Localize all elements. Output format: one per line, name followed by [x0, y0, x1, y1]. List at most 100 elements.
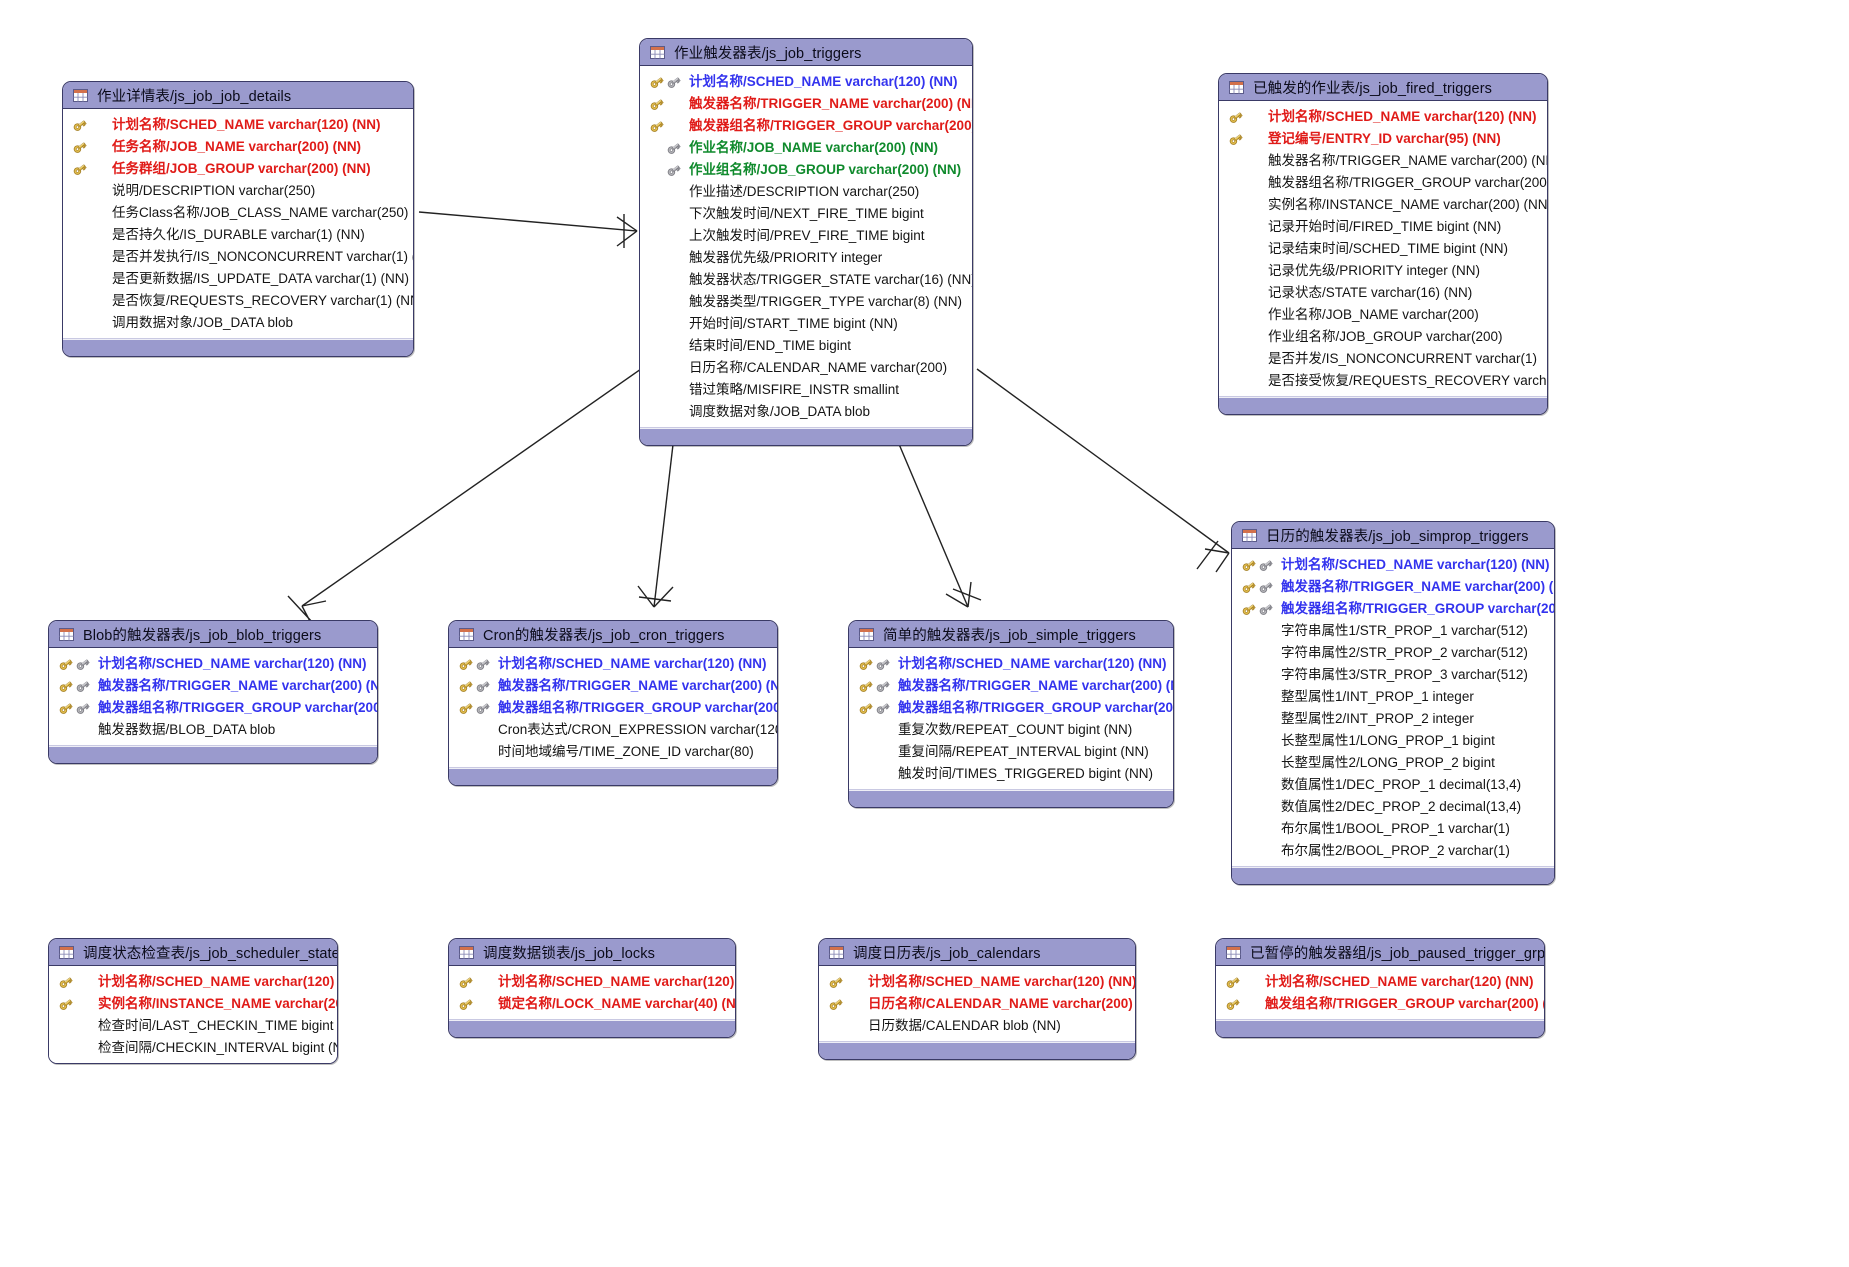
attribute-row[interactable]: 触发器状态/TRIGGER_STATE varchar(16) (NN)	[640, 269, 972, 291]
entity-header-job_cron_triggers[interactable]: Cron的触发器表/js_job_cron_triggers	[449, 621, 777, 648]
attribute-row[interactable]: 上次触发时间/PREV_FIRE_TIME bigint	[640, 225, 972, 247]
attribute-row[interactable]: 计划名称/SCHED_NAME varchar(120) (NN)	[63, 114, 413, 136]
attribute-row[interactable]: 计划名称/SCHED_NAME varchar(120) (NN)	[819, 971, 1135, 993]
attribute-row[interactable]: 调度数据对象/JOB_DATA blob	[640, 401, 972, 423]
attribute-row[interactable]: 下次触发时间/NEXT_FIRE_TIME bigint	[640, 203, 972, 225]
attribute-row[interactable]: 计划名称/SCHED_NAME varchar(120) (NN)	[640, 71, 972, 93]
attribute-row[interactable]: 整型属性2/INT_PROP_2 integer	[1232, 708, 1554, 730]
attribute-row[interactable]: 布尔属性2/BOOL_PROP_2 varchar(1)	[1232, 840, 1554, 862]
attribute-row[interactable]: 开始时间/START_TIME bigint (NN)	[640, 313, 972, 335]
entity-job_simple_triggers[interactable]: 简单的触发器表/js_job_simple_triggers 计划名称/SCHE…	[848, 620, 1174, 808]
attribute-row[interactable]: 布尔属性1/BOOL_PROP_1 varchar(1)	[1232, 818, 1554, 840]
attribute-row[interactable]: 锁定名称/LOCK_NAME varchar(40) (NN)	[449, 993, 735, 1015]
attribute-row[interactable]: 字符串属性1/STR_PROP_1 varchar(512)	[1232, 620, 1554, 642]
entity-job_locks[interactable]: 调度数据锁表/js_job_locks 计划名称/SCHED_NAME varc…	[448, 938, 736, 1038]
entity-job_paused_trigger_grps[interactable]: 已暂停的触发器组/js_job_paused_trigger_grps 计划名称…	[1215, 938, 1545, 1038]
attribute-row[interactable]: 作业名称/JOB_NAME varchar(200)	[1219, 304, 1547, 326]
attribute-row[interactable]: 作业组名称/JOB_GROUP varchar(200)	[1219, 326, 1547, 348]
attribute-row[interactable]: 计划名称/SCHED_NAME varchar(120) (NN)	[449, 653, 777, 675]
attribute-row[interactable]: 是否恢复/REQUESTS_RECOVERY varchar(1) (NN)	[63, 290, 413, 312]
attribute-row[interactable]: 触发器名称/TRIGGER_NAME varchar(200) (NN)	[1232, 576, 1554, 598]
entity-header-job_simple_triggers[interactable]: 简单的触发器表/js_job_simple_triggers	[849, 621, 1173, 648]
entity-job_triggers[interactable]: 作业触发器表/js_job_triggers 计划名称/SCHED_NAME v…	[639, 38, 973, 446]
attribute-row[interactable]: 是否持久化/IS_DURABLE varchar(1) (NN)	[63, 224, 413, 246]
entity-job_scheduler_state[interactable]: 调度状态检查表/js_job_scheduler_state 计划名称/SCHE…	[48, 938, 338, 1064]
attribute-row[interactable]: 计划名称/SCHED_NAME varchar(120) (NN)	[1219, 106, 1547, 128]
entity-header-job_paused_trigger_grps[interactable]: 已暂停的触发器组/js_job_paused_trigger_grps	[1216, 939, 1544, 966]
attribute-row[interactable]: 触发器优先级/PRIORITY integer	[640, 247, 972, 269]
attribute-row[interactable]: 重复次数/REPEAT_COUNT bigint (NN)	[849, 719, 1173, 741]
entity-header-job_job_details[interactable]: 作业详情表/js_job_job_details	[63, 82, 413, 109]
entity-job_job_details[interactable]: 作业详情表/js_job_job_details 计划名称/SCHED_NAME…	[62, 81, 414, 357]
attribute-row[interactable]: 触发器数据/BLOB_DATA blob	[49, 719, 377, 741]
attribute-row[interactable]: 登记编号/ENTRY_ID varchar(95) (NN)	[1219, 128, 1547, 150]
attribute-row[interactable]: 触发时间/TIMES_TRIGGERED bigint (NN)	[849, 763, 1173, 785]
attribute-row[interactable]: 触发器组名称/TRIGGER_GROUP varchar(200) (NN)	[449, 697, 777, 719]
attribute-row[interactable]: 触发器类型/TRIGGER_TYPE varchar(8) (NN)	[640, 291, 972, 313]
entity-job_blob_triggers[interactable]: Blob的触发器表/js_job_blob_triggers 计划名称/SCHE…	[48, 620, 378, 764]
attribute-row[interactable]: 数值属性1/DEC_PROP_1 decimal(13,4)	[1232, 774, 1554, 796]
attribute-row[interactable]: 任务名称/JOB_NAME varchar(200) (NN)	[63, 136, 413, 158]
attribute-row[interactable]: 计划名称/SCHED_NAME varchar(120) (NN)	[49, 971, 337, 993]
attribute-row[interactable]: 计划名称/SCHED_NAME varchar(120) (NN)	[449, 971, 735, 993]
attribute-row[interactable]: 整型属性1/INT_PROP_1 integer	[1232, 686, 1554, 708]
attribute-row[interactable]: 记录优先级/PRIORITY integer (NN)	[1219, 260, 1547, 282]
attribute-row[interactable]: 是否并发/IS_NONCONCURRENT varchar(1)	[1219, 348, 1547, 370]
attribute-row[interactable]: 长整型属性2/LONG_PROP_2 bigint	[1232, 752, 1554, 774]
attribute-row[interactable]: 时间地域编号/TIME_ZONE_ID varchar(80)	[449, 741, 777, 763]
attribute-row[interactable]: 实例名称/INSTANCE_NAME varchar(200) (NN)	[49, 993, 337, 1015]
attribute-row[interactable]: 是否接受恢复/REQUESTS_RECOVERY varchar(1)	[1219, 370, 1547, 392]
attribute-row[interactable]: 计划名称/SCHED_NAME varchar(120) (NN)	[1232, 554, 1554, 576]
attribute-row[interactable]: 触发器组名称/TRIGGER_GROUP varchar(200) (NN)	[849, 697, 1173, 719]
entity-header-job_blob_triggers[interactable]: Blob的触发器表/js_job_blob_triggers	[49, 621, 377, 648]
attribute-row[interactable]: 字符串属性3/STR_PROP_3 varchar(512)	[1232, 664, 1554, 686]
entity-header-job_triggers[interactable]: 作业触发器表/js_job_triggers	[640, 39, 972, 66]
attribute-row[interactable]: Cron表达式/CRON_EXPRESSION varchar(120) (NN…	[449, 719, 777, 741]
attribute-row[interactable]: 任务Class名称/JOB_CLASS_NAME varchar(250) (N…	[63, 202, 413, 224]
attribute-row[interactable]: 记录状态/STATE varchar(16) (NN)	[1219, 282, 1547, 304]
attribute-row[interactable]: 作业描述/DESCRIPTION varchar(250)	[640, 181, 972, 203]
attribute-row[interactable]: 是否并发执行/IS_NONCONCURRENT varchar(1) (NN)	[63, 246, 413, 268]
attribute-row[interactable]: 检查时间/LAST_CHECKIN_TIME bigint (NN)	[49, 1015, 337, 1037]
attribute-row[interactable]: 字符串属性2/STR_PROP_2 varchar(512)	[1232, 642, 1554, 664]
attribute-row[interactable]: 错过策略/MISFIRE_INSTR smallint	[640, 379, 972, 401]
attribute-row[interactable]: 长整型属性1/LONG_PROP_1 bigint	[1232, 730, 1554, 752]
entity-header-job_scheduler_state[interactable]: 调度状态检查表/js_job_scheduler_state	[49, 939, 337, 966]
attribute-row[interactable]: 触发器名称/TRIGGER_NAME varchar(200) (NN)	[1219, 150, 1547, 172]
attribute-row[interactable]: 日历名称/CALENDAR_NAME varchar(200) (NN)	[819, 993, 1135, 1015]
entity-job_simprop_triggers[interactable]: 日历的触发器表/js_job_simprop_triggers 计划名称/SCH…	[1231, 521, 1555, 885]
entity-header-job_calendars[interactable]: 调度日历表/js_job_calendars	[819, 939, 1135, 966]
attribute-row[interactable]: 是否更新数据/IS_UPDATE_DATA varchar(1) (NN)	[63, 268, 413, 290]
entity-header-job_locks[interactable]: 调度数据锁表/js_job_locks	[449, 939, 735, 966]
entity-job_cron_triggers[interactable]: Cron的触发器表/js_job_cron_triggers 计划名称/SCHE…	[448, 620, 778, 786]
attribute-row[interactable]: 记录开始时间/FIRED_TIME bigint (NN)	[1219, 216, 1547, 238]
entity-job_calendars[interactable]: 调度日历表/js_job_calendars 计划名称/SCHED_NAME v…	[818, 938, 1136, 1060]
attribute-row[interactable]: 触发器组名称/TRIGGER_GROUP varchar(200) (NN)	[1232, 598, 1554, 620]
attribute-row[interactable]: 触发器组名称/TRIGGER_GROUP varchar(200) (NN)	[49, 697, 377, 719]
entity-header-job_fired_triggers[interactable]: 已触发的作业表/js_job_fired_triggers	[1219, 74, 1547, 101]
attribute-row[interactable]: 触发器名称/TRIGGER_NAME varchar(200) (NN)	[449, 675, 777, 697]
attribute-row[interactable]: 作业名称/JOB_NAME varchar(200) (NN)	[640, 137, 972, 159]
attribute-row[interactable]: 实例名称/INSTANCE_NAME varchar(200) (NN)	[1219, 194, 1547, 216]
attribute-row[interactable]: 检查间隔/CHECKIN_INTERVAL bigint (NN)	[49, 1037, 337, 1059]
attribute-row[interactable]: 触发器名称/TRIGGER_NAME varchar(200) (NN)	[49, 675, 377, 697]
attribute-row[interactable]: 说明/DESCRIPTION varchar(250)	[63, 180, 413, 202]
attribute-row[interactable]: 计划名称/SCHED_NAME varchar(120) (NN)	[49, 653, 377, 675]
entity-header-job_simprop_triggers[interactable]: 日历的触发器表/js_job_simprop_triggers	[1232, 522, 1554, 549]
attribute-row[interactable]: 计划名称/SCHED_NAME varchar(120) (NN)	[849, 653, 1173, 675]
attribute-row[interactable]: 任务群组/JOB_GROUP varchar(200) (NN)	[63, 158, 413, 180]
attribute-row[interactable]: 触发器组名称/TRIGGER_GROUP varchar(200) (NN)	[640, 115, 972, 137]
entity-job_fired_triggers[interactable]: 已触发的作业表/js_job_fired_triggers 计划名称/SCHED…	[1218, 73, 1548, 415]
attribute-row[interactable]: 调用数据对象/JOB_DATA blob	[63, 312, 413, 334]
attribute-row[interactable]: 触发器组名称/TRIGGER_GROUP varchar(200) (NN)	[1219, 172, 1547, 194]
attribute-row[interactable]: 重复间隔/REPEAT_INTERVAL bigint (NN)	[849, 741, 1173, 763]
attribute-row[interactable]: 日历数据/CALENDAR blob (NN)	[819, 1015, 1135, 1037]
attribute-row[interactable]: 记录结束时间/SCHED_TIME bigint (NN)	[1219, 238, 1547, 260]
attribute-row[interactable]: 日历名称/CALENDAR_NAME varchar(200)	[640, 357, 972, 379]
attribute-row[interactable]: 触发器名称/TRIGGER_NAME varchar(200) (NN)	[849, 675, 1173, 697]
attribute-row[interactable]: 数值属性2/DEC_PROP_2 decimal(13,4)	[1232, 796, 1554, 818]
attribute-row[interactable]: 作业组名称/JOB_GROUP varchar(200) (NN)	[640, 159, 972, 181]
attribute-row[interactable]: 结束时间/END_TIME bigint	[640, 335, 972, 357]
attribute-row[interactable]: 触发组名称/TRIGGER_GROUP varchar(200) (NN)	[1216, 993, 1544, 1015]
attribute-row[interactable]: 触发器名称/TRIGGER_NAME varchar(200) (NN)	[640, 93, 972, 115]
